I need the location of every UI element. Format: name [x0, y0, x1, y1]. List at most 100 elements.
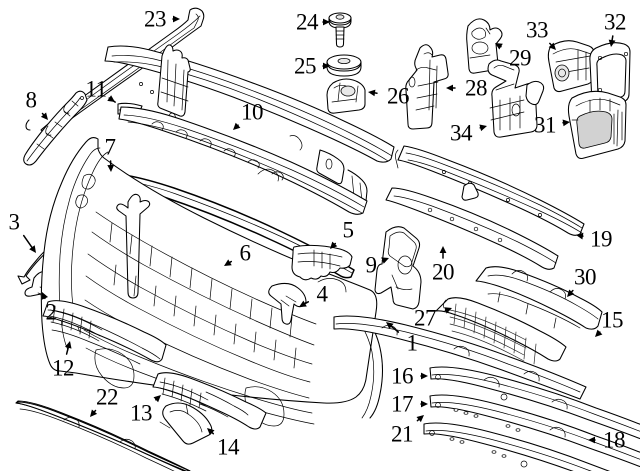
callout-9: 9 — [366, 254, 378, 277]
leader-lines — [22, 15, 616, 444]
leader-line-4 — [304, 301, 310, 305]
part-19-reinforcement-bar — [394, 145, 585, 236]
part-10-impact-bar-upper — [104, 44, 395, 202]
part-15-trim-strip-upper — [333, 315, 587, 400]
callout-18: 18 — [603, 429, 626, 452]
callout-12: 12 — [52, 355, 75, 381]
callout-number: 33 — [526, 17, 549, 43]
callout-26: 26 — [387, 83, 410, 109]
part-18-trim-strip-lower — [423, 422, 611, 471]
leader-arrowhead-33 — [548, 42, 556, 50]
leader-line-22 — [93, 409, 97, 413]
leader-line-8 — [41, 112, 45, 116]
callout-number: 8 — [25, 87, 38, 113]
part-22-lower-spoiler-trim — [15, 400, 191, 471]
part-24-bolt — [328, 12, 352, 48]
leader-arrowhead-34 — [479, 124, 487, 132]
callout-number: 17 — [391, 391, 414, 417]
leader-arrowhead-32 — [608, 39, 616, 47]
part-mid-rail — [118, 106, 368, 215]
part-14-fog-light-cover — [159, 402, 213, 445]
leader-arrowhead-28 — [446, 84, 453, 92]
callout-4: 4 — [316, 281, 329, 307]
callout-number: 20 — [432, 259, 455, 285]
callout-21: 21 — [391, 423, 414, 446]
callout-number: 7 — [104, 134, 117, 160]
callout-11: 11 — [85, 76, 107, 102]
callout-number: 10 — [241, 99, 264, 125]
callout-1: 1 — [407, 332, 419, 355]
callout-number: 26 — [387, 83, 410, 109]
leader-line-33 — [549, 42, 552, 46]
leader-arrowhead-3 — [29, 245, 36, 253]
callout-2: 2 — [45, 299, 58, 325]
leader-arrowhead-16 — [421, 372, 428, 380]
callout-33: 33 — [526, 17, 549, 43]
leader-arrowhead-30 — [567, 289, 575, 297]
leader-arrowhead-15 — [595, 329, 603, 337]
part-20-absorber-panel — [385, 182, 559, 270]
callout-number: 13 — [130, 400, 153, 426]
callout-22: 22 — [96, 384, 119, 410]
leader-line-21 — [416, 418, 420, 422]
callout-31: 31 — [534, 112, 557, 138]
leader-arrowhead-14 — [207, 428, 215, 436]
leader-arrowhead-21 — [416, 415, 424, 423]
callout-30: 30 — [574, 266, 597, 289]
callout-number: 27 — [414, 305, 437, 331]
part-5-tow-eye-bracket — [291, 244, 353, 281]
callout-number: 19 — [590, 226, 613, 252]
callout-7: 7 — [104, 134, 117, 160]
callout-20: 20 — [432, 259, 455, 285]
leader-arrowhead-12 — [65, 341, 72, 349]
part-8-side-bracket — [23, 90, 88, 166]
callout-number: 4 — [316, 281, 329, 307]
leader-arrowhead-26 — [368, 89, 376, 97]
leader-arrowhead-24 — [323, 18, 330, 26]
callout-17: 17 — [391, 391, 414, 417]
callout-16: 16 — [391, 363, 414, 389]
callout-32: 32 — [604, 9, 627, 35]
leader-arrowhead-2 — [41, 292, 48, 300]
leader-arrowhead-10 — [233, 122, 241, 130]
callout-23: 23 — [144, 8, 167, 31]
part-12-grille-left — [42, 300, 167, 365]
leader-arrowhead-31 — [562, 119, 570, 127]
leader-line-32 — [611, 35, 614, 41]
callout-number: 5 — [342, 217, 355, 243]
callout-27: 27 — [414, 305, 437, 331]
callout-15: 15 — [601, 309, 624, 332]
part-34-sensor-bracket — [487, 59, 545, 138]
leader-arrowhead-27 — [444, 307, 452, 314]
leader-arrowhead-9 — [381, 257, 389, 264]
callout-8: 8 — [25, 87, 38, 113]
part-25-washer — [326, 54, 362, 77]
callout-19: 19 — [590, 226, 613, 252]
callout-number: 31 — [534, 112, 557, 138]
callout-28: 28 — [465, 75, 488, 101]
callout-number: 28 — [465, 75, 488, 101]
callout-number: 6 — [239, 240, 252, 266]
leader-line-3 — [22, 234, 33, 249]
callout-number: 11 — [85, 76, 107, 102]
leader-line-1 — [390, 325, 400, 333]
leader-arrowhead-18 — [588, 436, 595, 444]
callout-14: 14 — [217, 436, 240, 459]
callout-number: 2 — [45, 299, 58, 325]
leader-arrowhead-1 — [386, 322, 394, 329]
leader-arrowhead-5 — [330, 241, 338, 249]
callout-number: 3 — [8, 209, 21, 235]
callout-number: 32 — [604, 9, 627, 35]
callout-number: 22 — [96, 384, 119, 410]
callout-number: 12 — [52, 355, 75, 381]
callout-number: 16 — [391, 363, 414, 389]
leader-arrowhead-7 — [107, 164, 115, 172]
part-16-trim-strip-2 — [429, 366, 640, 440]
part-30-skid-panel — [475, 266, 603, 330]
leader-arrowhead-4 — [299, 300, 307, 307]
part-29-sensor-holder — [466, 18, 503, 74]
callout-13: 13 — [130, 400, 153, 426]
leader-arrowhead-25 — [323, 62, 330, 70]
